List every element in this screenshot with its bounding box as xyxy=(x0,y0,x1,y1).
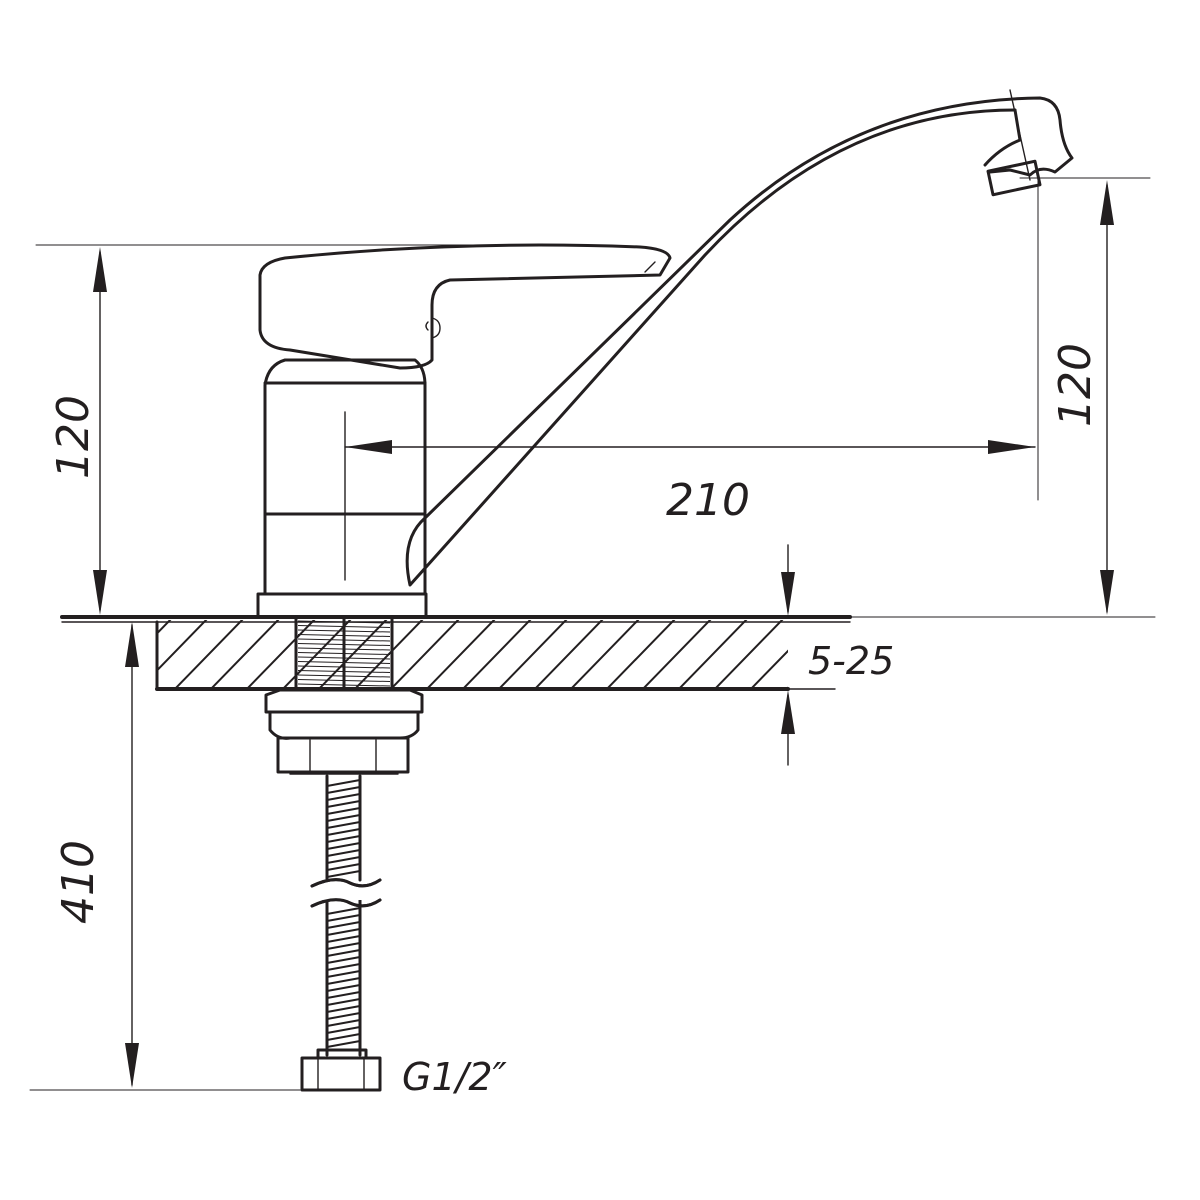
braid-line xyxy=(326,998,361,1006)
dim-handle-height-label: 120 xyxy=(48,395,99,479)
braid-line xyxy=(326,863,361,871)
mounting-nut xyxy=(264,688,424,775)
hatch-line xyxy=(676,620,748,690)
hatch-line xyxy=(280,620,352,690)
braid-line xyxy=(326,991,361,999)
hatch-line xyxy=(640,620,712,690)
braid-line xyxy=(326,1019,361,1027)
braid-line xyxy=(326,1040,361,1048)
braid-line xyxy=(326,870,361,878)
braid-line xyxy=(326,828,361,836)
braid-line xyxy=(326,963,361,971)
hatch-line xyxy=(496,620,568,690)
hose-braid xyxy=(326,779,361,1048)
hatch-line xyxy=(604,620,676,690)
braid-line xyxy=(326,1012,361,1020)
braid-line xyxy=(326,907,361,915)
hatch-line xyxy=(748,649,788,690)
braid-line xyxy=(326,786,361,794)
hatch-line xyxy=(157,620,208,672)
braid-line xyxy=(326,914,361,922)
braid-line xyxy=(326,1033,361,1041)
hatch-line xyxy=(532,620,604,690)
hatch-line xyxy=(244,620,316,690)
dim-spout-reach-label: 210 xyxy=(666,475,750,526)
dim-countertop-thickness: 5-25 xyxy=(781,544,894,766)
dim-handle-height: 120 xyxy=(35,244,561,615)
thread-size-label: G1/2″ xyxy=(402,1055,507,1099)
braid-line xyxy=(326,779,361,787)
faucet-body xyxy=(256,358,428,619)
braid-line xyxy=(326,807,361,815)
hatch-line xyxy=(712,620,784,690)
dim-spout-reach: 210 xyxy=(344,177,1039,526)
braid-line xyxy=(326,1026,361,1034)
hatch-line xyxy=(352,620,424,690)
braid-line xyxy=(326,835,361,843)
braid-line xyxy=(326,856,361,864)
countertop xyxy=(60,615,964,692)
hatch-line xyxy=(568,620,640,690)
braid-line xyxy=(326,814,361,822)
braid-line xyxy=(326,949,361,957)
hatch-line xyxy=(424,620,496,690)
braid-line xyxy=(326,821,361,829)
lever-handle xyxy=(258,243,672,370)
braid-line xyxy=(326,842,361,850)
hatch-line xyxy=(157,620,172,635)
spout xyxy=(405,89,1074,587)
braid-line xyxy=(326,793,361,801)
dim-spout-height-label: 120 xyxy=(1050,343,1101,427)
braid-line xyxy=(326,800,361,808)
dim-hose-length: 410 xyxy=(29,622,301,1091)
braid-line xyxy=(326,984,361,992)
hatch-line xyxy=(460,620,532,690)
braid-line xyxy=(326,970,361,978)
braid-line xyxy=(326,928,361,936)
braid-line xyxy=(326,942,361,950)
hose-fitting-nut xyxy=(300,1048,382,1092)
braid-line xyxy=(326,921,361,929)
hatch-line xyxy=(388,620,460,690)
braid-line xyxy=(326,935,361,943)
dim-spout-height: 120 xyxy=(849,177,1156,618)
countertop-hatching xyxy=(157,618,964,692)
braid-line xyxy=(326,1005,361,1013)
dim-hose-length-label: 410 xyxy=(53,840,104,924)
hatch-line xyxy=(892,618,964,692)
dim-countertop-thickness-label: 5-25 xyxy=(808,639,894,683)
braid-line xyxy=(326,956,361,964)
hatch-line xyxy=(208,620,280,690)
braid-line xyxy=(326,977,361,985)
flex-hose xyxy=(310,774,382,1057)
hatch-line xyxy=(172,620,244,690)
braid-line xyxy=(326,849,361,857)
